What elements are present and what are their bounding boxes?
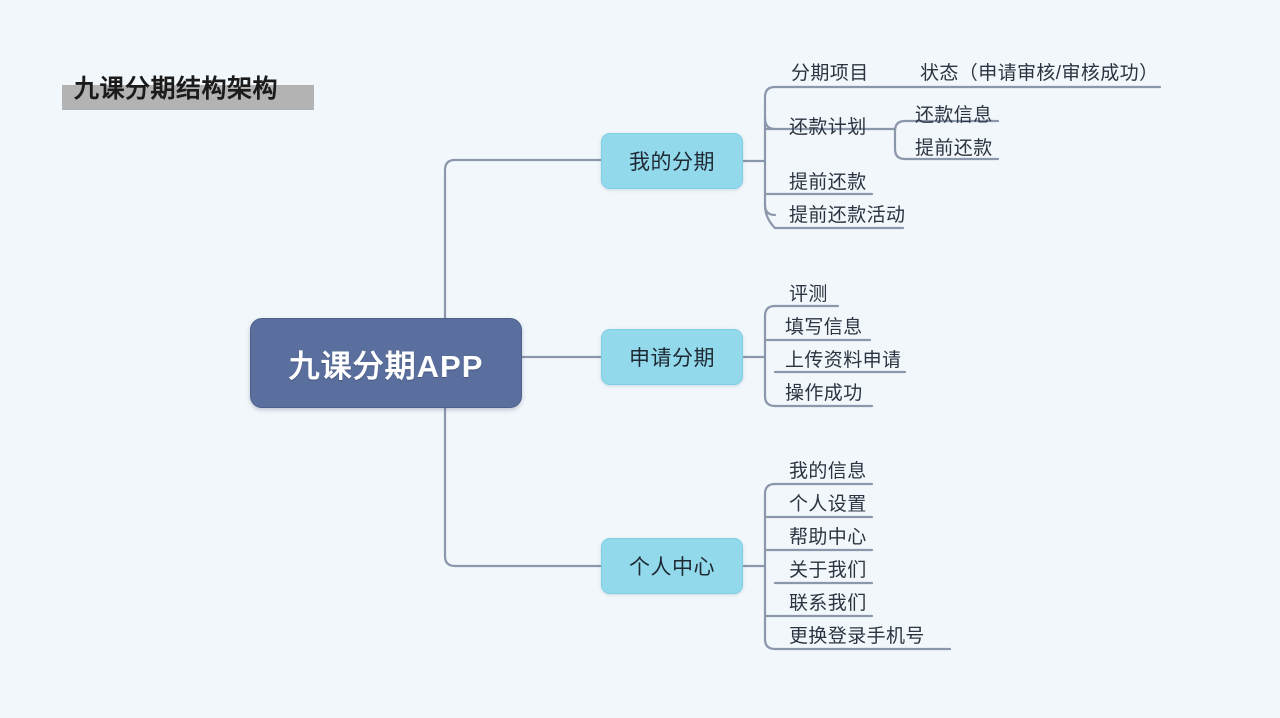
link-b0-c1-spine [893, 119, 907, 161]
leaf-fill-information[interactable]: 填写信息 [785, 317, 863, 338]
link-branch-1-spine [763, 304, 777, 408]
page-title-text: 九课分期结构架构 [74, 75, 279, 103]
link-branch-0-spine [763, 85, 777, 217]
root-node[interactable]: 九课分期APP [250, 318, 522, 408]
root-node-label: 九课分期APP [288, 348, 484, 384]
branch-node-apply-installment[interactable]: 申请分期 [601, 329, 743, 385]
leaf-early-repayment-sub[interactable]: 提前还款 [915, 138, 993, 159]
leaf-change-login-phone[interactable]: 更换登录手机号 [789, 626, 925, 647]
leaf-personal-settings[interactable]: 个人设置 [789, 494, 867, 515]
leaf-my-information[interactable]: 我的信息 [789, 461, 867, 482]
link-branch-2-spine [763, 482, 777, 651]
leaf-upload-materials-apply[interactable]: 上传资料申请 [785, 350, 902, 371]
link-b0-c3-elbow [763, 203, 777, 230]
leaf-help-center[interactable]: 帮助中心 [789, 527, 867, 548]
branch-node-my-installments[interactable]: 我的分期 [601, 133, 743, 189]
leaf-contact-us[interactable]: 联系我们 [789, 593, 867, 614]
leaf-early-repayment[interactable]: 提前还款 [789, 172, 867, 193]
branch-node-label: 申请分期 [629, 347, 715, 370]
leaf-early-repayment-campaign[interactable]: 提前还款活动 [789, 205, 906, 226]
branch-node-label: 我的分期 [629, 151, 715, 174]
branch-node-label: 个人中心 [629, 556, 715, 579]
leaf-about-us[interactable]: 关于我们 [789, 560, 867, 581]
leaf-operation-success[interactable]: 操作成功 [785, 383, 863, 404]
link-root-to-branch-0 [443, 158, 603, 320]
branch-node-personal-center[interactable]: 个人中心 [601, 538, 743, 594]
leaf-repayment-info[interactable]: 还款信息 [915, 105, 993, 126]
leaf-assessment[interactable]: 评测 [789, 284, 828, 305]
link-b0-c1-elbow [763, 116, 777, 131]
title-highlight-band [62, 85, 314, 110]
leaf-repayment-plan[interactable]: 还款计划 [789, 117, 867, 138]
leaf-installment-project[interactable]: 分期项目 [791, 63, 869, 84]
leaf-status-review[interactable]: 状态（申请审核/审核成功） [920, 63, 1159, 84]
page-title: 九课分期结构架构 [62, 74, 314, 110]
link-root-to-branch-2 [443, 406, 603, 568]
